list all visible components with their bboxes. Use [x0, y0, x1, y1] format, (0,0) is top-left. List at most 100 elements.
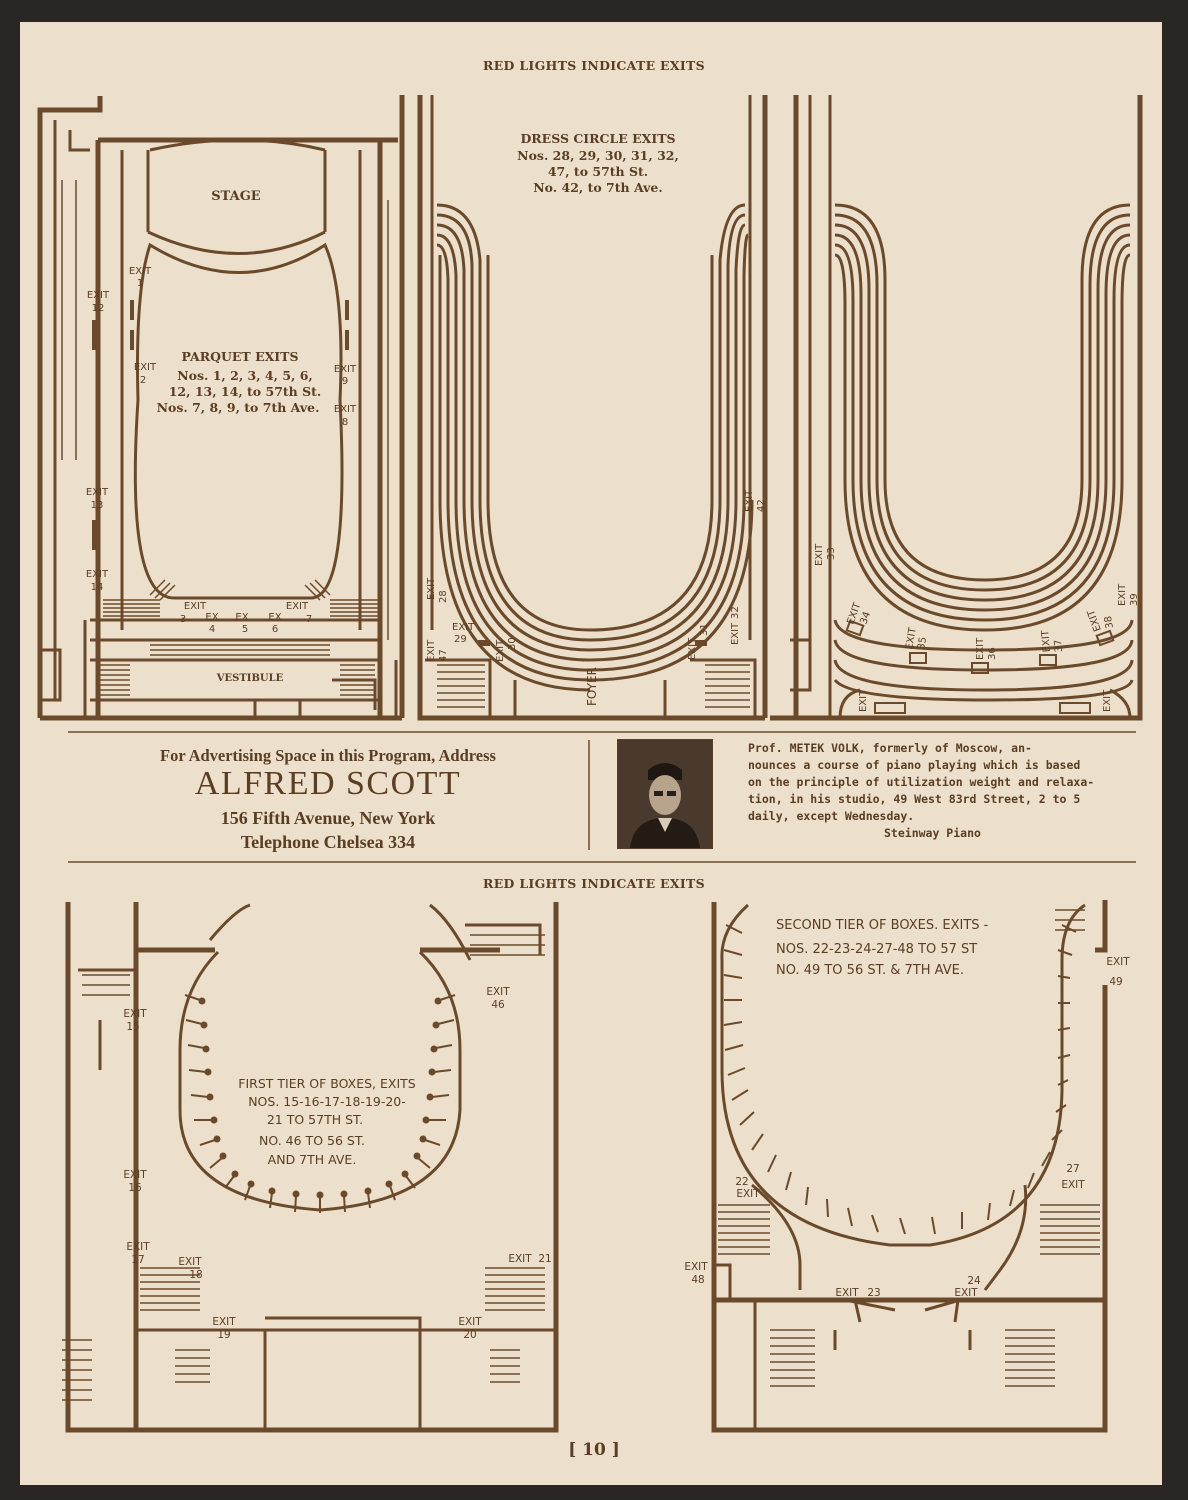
- exit-label-exit_word: EXIT: [1102, 689, 1113, 712]
- exit-label-exit_word: EXIT: [87, 290, 110, 301]
- exit-label-exit_word: EXIT: [736, 1188, 760, 1200]
- program-page: [20, 22, 1162, 1485]
- second-tier-line-1: SECOND TIER OF BOXES. EXITS -: [776, 918, 989, 933]
- advert-address: 156 Fifth Avenue, New York: [220, 808, 436, 828]
- exit-label-exits-e34: 34: [858, 610, 873, 626]
- exit-label-exit_short: EX: [235, 612, 248, 623]
- exit-label-exits-e6: 6: [272, 624, 278, 635]
- first-tier-line-1: FIRST TIER OF BOXES, EXITS: [238, 1076, 416, 1091]
- exit-label-exits-e35: 35: [916, 636, 929, 650]
- exit-label-exit_word: EXIT: [86, 487, 109, 498]
- exit-label-exits-e22: 22: [735, 1176, 748, 1188]
- exit-label-exits-e2: 2: [140, 375, 146, 386]
- exit-label-exits-e19: 19: [217, 1329, 230, 1341]
- exit-label-exits-e42: 42: [756, 499, 767, 512]
- advert-line: For Advertising Space in this Program, A…: [160, 746, 496, 765]
- foyer-label: FOYER: [585, 667, 599, 706]
- exit-label-exit_word: EXIT: [1061, 1179, 1085, 1191]
- exit-label-exit_word: EXIT: [178, 1256, 202, 1268]
- exit-label-exit_word: EXIT: [495, 639, 506, 662]
- exit-label-exits-e12: 12: [92, 303, 105, 314]
- exit-label-exits-e31: 31: [699, 623, 710, 636]
- exit-label-exit_word: EXIT: [426, 639, 437, 662]
- exit-label-exits-e49: 49: [1109, 976, 1122, 988]
- volk-line-3: on the principle of utilization weight a…: [748, 775, 1095, 789]
- dress-circle-line-1: Nos. 28, 29, 30, 31, 32,: [517, 148, 679, 163]
- volk-name: METEK VOLK,: [789, 741, 866, 755]
- parquet-line-3: Nos. 7, 8, 9, to 7th Ave.: [157, 400, 320, 415]
- exit-label-exit_word: EXIT: [86, 569, 109, 580]
- exit-label-exit_word: EXIT: [730, 622, 741, 645]
- exit-label-exits-e20: 20: [463, 1329, 476, 1341]
- parquet-plan: STAGE PARQUET EXITS Nos. 1, 2, 3, 4, 5, …: [37, 95, 405, 721]
- exit-label-exit_word: EXIT: [1086, 607, 1104, 632]
- exit-label-exit_word: EXIT: [286, 601, 309, 612]
- exit-label-exits-e29: 29: [454, 634, 467, 645]
- exit-label-exit_short: EX: [205, 612, 218, 623]
- dress-circle-title: DRESS CIRCLE EXITS: [520, 131, 675, 146]
- exit-label-exits-e48: 48: [691, 1274, 704, 1286]
- exit-label-exit_word: EXIT: [975, 637, 986, 660]
- exit-label-exits-e33: 33: [826, 547, 837, 560]
- second-tier-line-2: NOS. 22-23-24-27-48 TO 57 ST: [776, 942, 977, 957]
- exit-label-exits-e4: 4: [209, 624, 215, 635]
- portrait-figure: [618, 740, 712, 848]
- exit-label-exit_word: EXIT: [334, 364, 357, 375]
- volk-line-4: tion, in his studio, 49 West 83rd Street…: [748, 792, 1081, 806]
- exit-label-exit_short: EX: [268, 612, 281, 623]
- exit-label-exit_word: EXIT: [334, 404, 357, 415]
- exit-label-exits-e14: 14: [91, 582, 104, 593]
- exit-label-exit_word: EXIT: [129, 266, 152, 277]
- first-tier-line-3: 21 TO 57TH ST.: [267, 1112, 363, 1127]
- first-tier-plan: FIRST TIER OF BOXES, EXITS NOS. 15-16-17…: [62, 902, 559, 1433]
- exit-label-exit_word: EXIT: [458, 1316, 482, 1328]
- exit-label-exit_word: EXIT: [426, 577, 437, 600]
- advert-name: ALFRED SCOTT: [194, 765, 462, 802]
- exit-label-exits-e18: 18: [189, 1269, 202, 1281]
- exit-label-exit_word: EXIT: [954, 1287, 978, 1299]
- exit-label-exit_word: EXIT: [123, 1169, 147, 1181]
- exit-label-exit_word: EXIT: [684, 1261, 708, 1273]
- exit-label-exit_word: EXIT: [486, 986, 510, 998]
- volk-first: formerly of Moscow, an-: [872, 741, 1032, 755]
- exit-label-exit_word: EXIT: [858, 689, 869, 712]
- volk-prefix: Prof.: [748, 741, 783, 755]
- exit-label-exit_word: EXIT: [123, 1008, 147, 1020]
- exit-label-exit_word: EXIT: [184, 601, 207, 612]
- exit-label-exit_word: EXIT: [212, 1316, 236, 1328]
- exit-label-exits-e37: 37: [1053, 639, 1065, 653]
- stage-label: STAGE: [211, 189, 261, 204]
- first-tier-line-2: NOS. 15-16-17-18-19-20-: [248, 1094, 406, 1109]
- exit-label-exits-e47: 47: [438, 649, 449, 662]
- volk-announcement: Prof. METEK VOLK, formerly of Moscow, an…: [748, 740, 1143, 842]
- exit-label-exits-e13: 13: [91, 500, 104, 511]
- exit-label-exits-e5: 5: [242, 624, 248, 635]
- parquet-line-1: Nos. 1, 2, 3, 4, 5, 6,: [177, 368, 313, 383]
- exit-label-exit_word: EXIT: [687, 637, 698, 660]
- second-tier-line-3: NO. 49 TO 56 ST. & 7TH AVE.: [776, 963, 964, 978]
- dress-circle-line-2: 47, to 57th St.: [548, 164, 648, 179]
- exit-label-exits-e7: 7: [306, 614, 312, 625]
- parquet-exits-title: PARQUET EXITS: [182, 349, 299, 364]
- exit-label-exit_word: EXIT: [1040, 629, 1053, 653]
- exit-label-exit_word: EXIT: [814, 543, 825, 566]
- portrait-photo: [617, 739, 713, 849]
- page-number: [ 10 ]: [568, 1440, 620, 1460]
- exit-label-exits-e24: 24: [967, 1275, 981, 1287]
- exit-label-exits-e15: 15: [126, 1021, 139, 1033]
- second-tier-plan: SECOND TIER OF BOXES. EXITS - NOS. 22-23…: [684, 900, 1130, 1433]
- dress-circle-plan: DRESS CIRCLE EXITS Nos. 28, 29, 30, 31, …: [417, 95, 768, 721]
- exit-label-exit_word: EXIT: [744, 489, 755, 512]
- exit-label-exits-e30: 30: [507, 637, 518, 650]
- first-tier-boxes: [184, 994, 456, 1213]
- first-tier-line-4: NO. 46 TO 56 ST.: [259, 1133, 365, 1148]
- advert-phone: Telephone Chelsea 334: [240, 832, 416, 852]
- exit-label-exits-e38: 38: [1103, 615, 1116, 629]
- exit-label-exits-e16: 16: [128, 1182, 142, 1194]
- exit-label-exit_word: EXIT: [1106, 956, 1130, 968]
- volk-line-5: daily, except Wednesday.: [748, 809, 915, 823]
- exit-label-exits-e1: 1: [137, 278, 143, 289]
- section-dividers: [68, 731, 1136, 863]
- exit-label-exits-e3: 3: [180, 614, 186, 625]
